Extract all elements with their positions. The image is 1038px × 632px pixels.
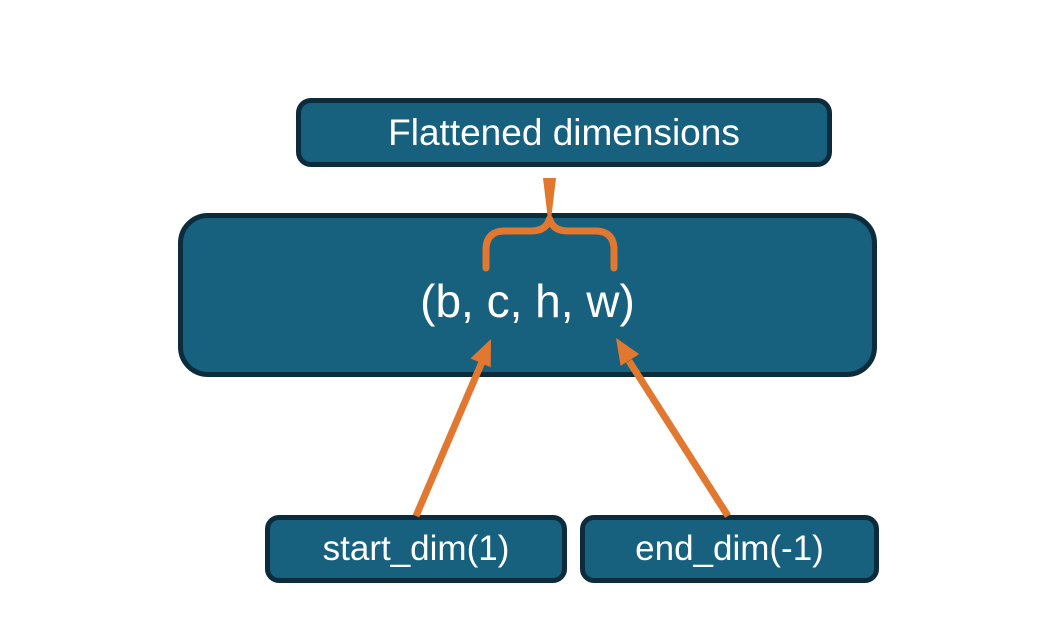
start-dim-box: start_dim(1) bbox=[265, 515, 567, 583]
flattened-dimensions-box: Flattened dimensions bbox=[296, 98, 832, 167]
start-dim-label: start_dim(1) bbox=[322, 529, 510, 568]
end-dim-arrow-shaft bbox=[626, 359, 731, 518]
tensor-shape-label: (b, c, h, w) bbox=[420, 275, 635, 327]
tensor-shape-box: (b, c, h, w) bbox=[178, 213, 877, 377]
start-dim-arrow-shaft bbox=[412, 360, 486, 518]
flattened-dimensions-label: Flattened dimensions bbox=[388, 111, 740, 153]
end-dim-label: end_dim(-1) bbox=[635, 529, 824, 568]
end-dim-box: end_dim(-1) bbox=[580, 515, 879, 583]
